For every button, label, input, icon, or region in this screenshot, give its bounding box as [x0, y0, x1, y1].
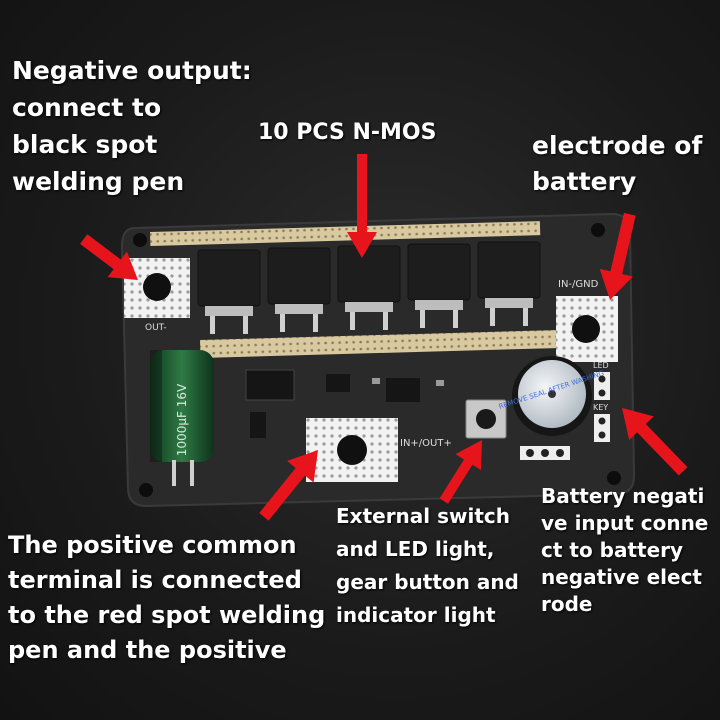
led-silkscreen: LED [593, 361, 609, 370]
ic-chip-small [326, 374, 350, 392]
ic-chip-large [245, 369, 295, 401]
in-out-plus-silkscreen: IN+/OUT+ [400, 438, 452, 449]
pcb-board: OUT- IN-/GND IN+/OUT+ [120, 212, 636, 508]
buzzer: REMOVE SEAL AFTER WASHING [498, 356, 605, 436]
label-external-switch: External switch and LED light, gear butt… [336, 504, 519, 627]
label-nmos: 10 PCS N-MOS [258, 120, 437, 145]
label-battery-negative: Battery negati ve input conne ct to batt… [541, 484, 709, 616]
header-pins [520, 446, 570, 460]
arrow-external-switch-icon [439, 440, 482, 504]
mosfet-5 [477, 241, 541, 326]
label-positive-common: The positive common terminal is connecte… [8, 531, 326, 664]
in-gnd-silkscreen: IN-/GND [558, 279, 599, 290]
ic-chip-soic [386, 378, 420, 402]
label-negative-output: Negative output: connect to black spot w… [12, 56, 252, 196]
capacitor-marking: 1000µF 16V [175, 383, 189, 456]
arrow-battery-negative-icon [622, 408, 688, 476]
arrow-nmos-icon [347, 154, 377, 258]
arrow-negative-output-icon [80, 234, 138, 280]
mosfet-4 [407, 243, 471, 328]
mosfet-row [197, 241, 541, 334]
mosfet-1 [197, 249, 261, 334]
tact-switch [465, 399, 507, 439]
annotation-arrows [80, 154, 688, 521]
capacitor: 1000µF 16V [150, 350, 214, 486]
arrow-positive-common-icon [259, 450, 318, 521]
arrow-electrode-icon [599, 212, 636, 300]
mosfet-2 [267, 247, 331, 332]
label-electrode: electrode of battery [532, 131, 703, 196]
key-silkscreen: KEY [593, 403, 608, 412]
out-silkscreen: OUT- [145, 323, 167, 333]
mosfet-3 [337, 245, 401, 330]
diode [250, 412, 266, 438]
